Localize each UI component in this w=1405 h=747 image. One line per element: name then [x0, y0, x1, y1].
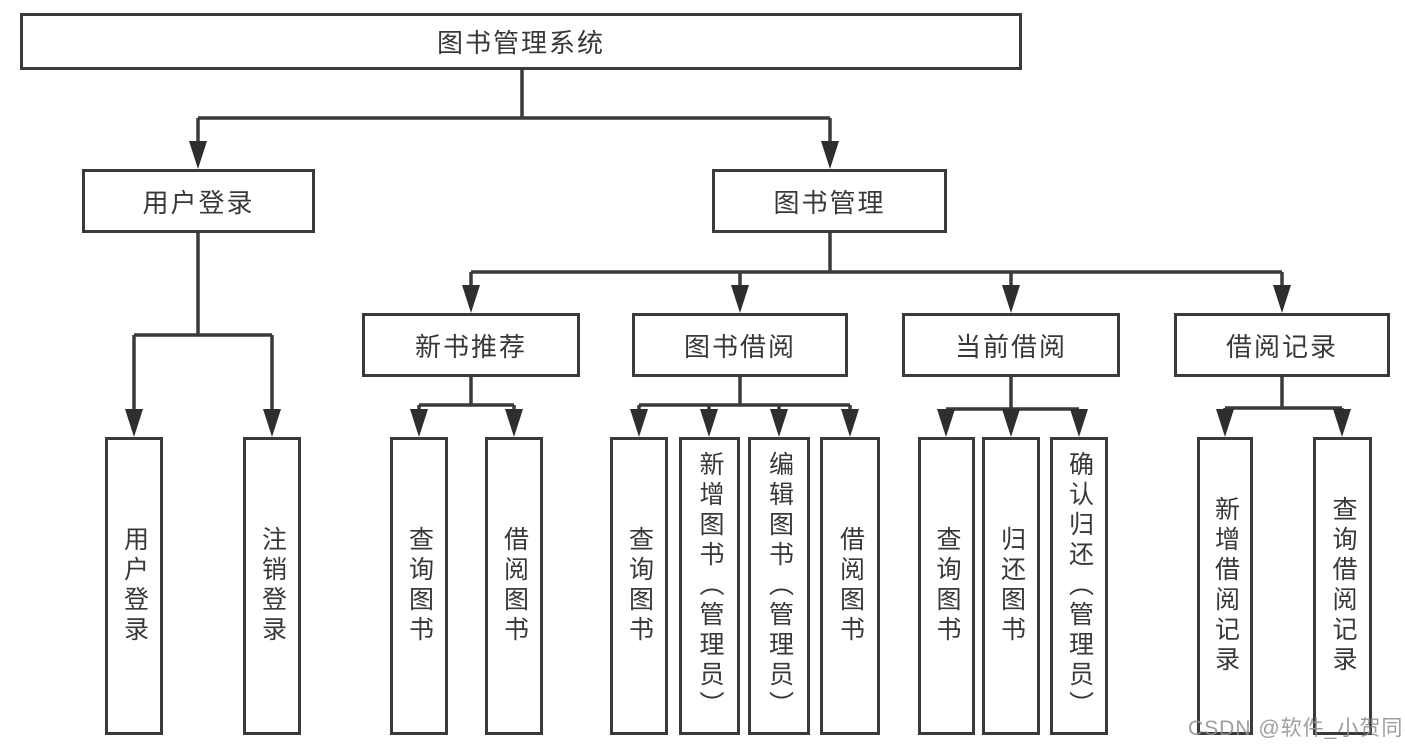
leaf-edit-books-admin: 编辑图书（管理员）	[748, 437, 810, 735]
leaf-logout: 注销登录	[243, 437, 301, 735]
leaf-query-books-recommend: 查询图书	[390, 437, 448, 735]
leaf-query-books-current: 查询图书	[918, 437, 975, 735]
leaf-borrow-books: 借阅图书	[820, 437, 880, 735]
leaf-user-login: 用户登录	[105, 437, 163, 735]
leaf-query-books-borrow: 查询图书	[610, 437, 668, 735]
node-borrow-record: 借阅记录	[1174, 313, 1390, 377]
leaf-add-books-admin: 新增图书（管理员）	[679, 437, 740, 735]
leaf-add-borrow-record: 新增借阅记录	[1197, 437, 1253, 735]
leaf-query-borrow-record: 查询借阅记录	[1313, 437, 1372, 735]
leaf-borrow-books-recommend: 借阅图书	[485, 437, 543, 735]
node-user-login: 用户登录	[82, 169, 315, 233]
node-current-borrow: 当前借阅	[902, 313, 1120, 377]
node-book-borrow: 图书借阅	[632, 313, 848, 377]
connector-paths	[132, 68, 1344, 414]
connector-arrowheads	[125, 141, 1351, 437]
node-new-book-recommend: 新书推荐	[362, 313, 580, 377]
node-root: 图书管理系统	[20, 13, 1022, 70]
leaf-return-books: 归还图书	[982, 437, 1040, 735]
watermark: CSDN @软件_小贺同学	[1188, 717, 1405, 740]
node-book-management: 图书管理	[712, 169, 947, 233]
leaf-confirm-return-admin: 确认归还（管理员）	[1050, 437, 1108, 735]
